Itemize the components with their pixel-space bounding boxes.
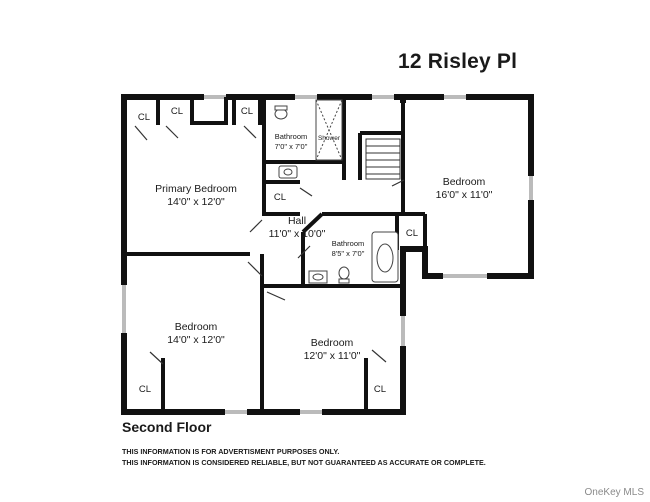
room-name-bathroom-mid: Bathroom <box>332 239 365 248</box>
disclaimer-line-1: THIS INFORMATION IS FOR ADVERTISMENT PUR… <box>122 447 340 456</box>
room-dims-bedroom-bottom: 12'0" x 11'0" <box>304 350 361 362</box>
doors <box>134 125 405 365</box>
room-name-bedroom-left: Bedroom <box>175 321 218 333</box>
property-address: 12 Risley Pl <box>398 50 518 73</box>
room-name-shower: Shower <box>318 135 341 142</box>
staircase <box>365 138 401 180</box>
room-name-bedroom-right: Bedroom <box>443 176 486 188</box>
room-dims-bathroom-mid: 8'5" x 7'0" <box>332 249 365 258</box>
room-name-bathroom-top: Bathroom <box>275 132 308 141</box>
disclaimer-line-2: THIS INFORMATION IS CONSIDERED RELIABLE,… <box>122 458 486 467</box>
bathroom-fixtures <box>274 99 399 284</box>
closet-label: CL <box>171 106 183 117</box>
windows <box>121 94 534 415</box>
interior-walls <box>124 97 427 412</box>
room-dims-bathroom-top: 7'0" x 7'0" <box>275 142 308 151</box>
closet-label: CL <box>241 106 253 117</box>
closet-label: CL <box>374 384 386 395</box>
room-dims-bedroom-left: 14'0" x 12'0" <box>167 334 225 346</box>
floor-title: Second Floor <box>122 419 212 435</box>
closet-label: CL <box>406 228 418 239</box>
room-dims-hall: 11'0" x 10'0" <box>269 228 326 240</box>
room-name-primary-bedroom: Primary Bedroom <box>155 183 237 195</box>
room-dims-primary-bedroom: 14'0" x 12'0" <box>167 196 225 208</box>
room-name-hall: Hall <box>288 215 306 227</box>
room-dims-bedroom-right: 16'0" x 11'0" <box>436 189 493 201</box>
closet-label: CL <box>274 192 286 203</box>
closet-label: CL <box>138 112 150 123</box>
closet-label: CL <box>139 384 151 395</box>
room-name-bedroom-bottom: Bedroom <box>311 337 354 349</box>
mls-watermark: OneKey MLS <box>584 487 644 498</box>
